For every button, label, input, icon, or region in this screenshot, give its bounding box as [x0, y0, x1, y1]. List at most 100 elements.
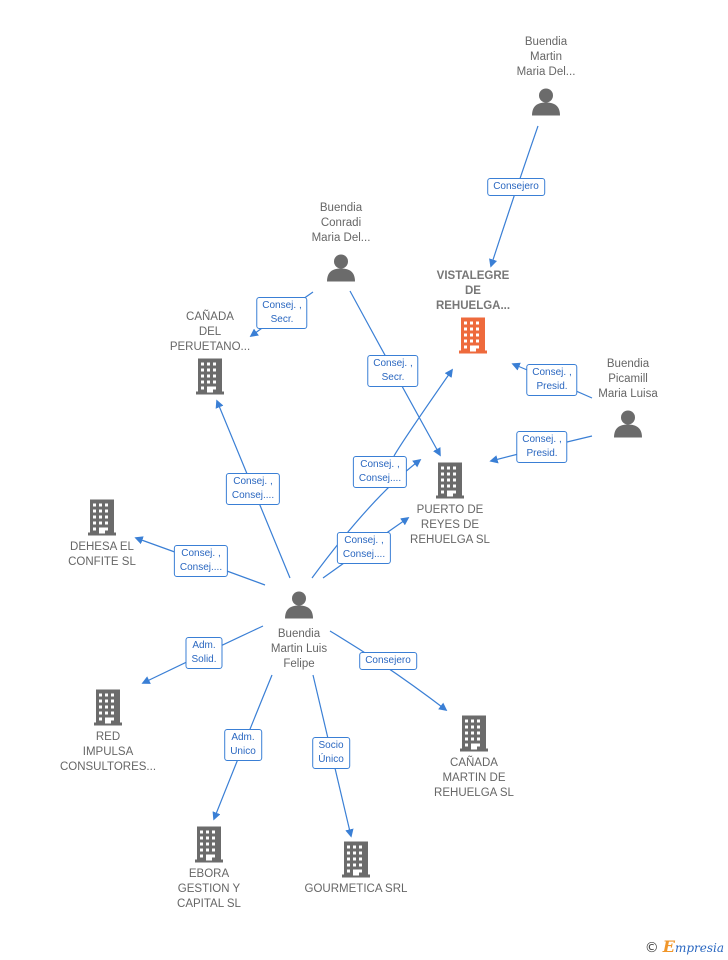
edge-label-badge[interactable]: Adm. Unico [224, 729, 262, 761]
edge-label-badge[interactable]: Consej. , Consej.... [225, 473, 281, 505]
edge-buendia-martin-luis-to-vistalegre [311, 458, 422, 579]
building-icon[interactable] [196, 358, 224, 400]
node-label-line: IMPULSA [82, 746, 134, 758]
edge-label-text: Consej. , [344, 535, 384, 546]
node-label-line: Buendia [524, 36, 568, 48]
node-label-line: REHUELGA SL [410, 534, 490, 546]
brand-logo-letter: E [662, 937, 675, 956]
node-label-line: CAÑADA [186, 311, 234, 323]
edge-label-text: Consej. , [360, 459, 400, 470]
node-label-line: Martin Luis [270, 643, 328, 655]
node-label-ebora[interactable]: EBORA GESTION Y CAPITAL SL [144, 867, 274, 912]
edge-label-badge[interactable]: Consej. , Presid. [516, 431, 568, 463]
edge-label-text: Unico [230, 746, 256, 757]
edge-label-text: Consej. , [233, 476, 273, 487]
person-icon[interactable] [531, 87, 561, 122]
node-label-dehesa-confite[interactable]: DEHESA EL CONFITE SL [37, 540, 167, 570]
edge-label-badge[interactable]: Consejero [487, 178, 545, 196]
node-label-line: Maria Del... [516, 66, 576, 78]
building-icon[interactable] [342, 841, 370, 883]
building-icon[interactable] [94, 689, 122, 731]
edge-label-badge[interactable]: Consej. , Secr. [367, 355, 419, 387]
node-label-line: Picamill [608, 373, 648, 385]
edge-label-text: Socio [318, 740, 344, 751]
edge-label-badge[interactable]: Consejero [359, 652, 417, 670]
edge-label-text: Consej. , [522, 434, 562, 445]
node-label-line: VISTALEGRE [436, 270, 510, 282]
brand-logo-text: mpresia [674, 941, 724, 955]
edge-label-text: Secr. [270, 314, 294, 325]
node-label-line: GESTION Y [177, 883, 241, 895]
edge-label-badge[interactable]: Consej. ,Secr. [256, 297, 308, 329]
node-label-line: RED [95, 731, 121, 743]
person-icon[interactable] [326, 253, 356, 288]
edge-label-text: Consej.... [231, 490, 275, 501]
edge-label-badge[interactable]: Adm. Solid. [185, 637, 223, 669]
node-label-line: REYES DE [420, 519, 480, 531]
copyright-symbol: © [644, 940, 659, 956]
edge-label-text: Adm. [192, 640, 216, 651]
node-label-line: EBORA [188, 868, 230, 880]
node-label-line: MARTIN DE [442, 772, 506, 784]
building-icon[interactable] [195, 826, 223, 868]
node-label-line: CAÑADA [450, 757, 498, 769]
node-label-vistalegre[interactable]: VISTALEGRE DE REHUELGA... [408, 269, 538, 314]
building-icon[interactable] [460, 715, 488, 757]
edge-label-text: Adm. [231, 732, 255, 743]
edge-label-text: Consej.... [179, 562, 223, 573]
node-label-line: CAPITAL SL [177, 898, 241, 910]
node-label-canada-martin[interactable]: CAÑADA MARTIN DE REHUELGA SL [409, 756, 539, 801]
node-label-line: DE [465, 285, 481, 297]
edge-label-text: Presid. [526, 448, 558, 459]
building-icon[interactable] [459, 317, 487, 359]
edge-buendia-martin-maria-to-vistalegre [489, 125, 539, 268]
node-label-line: Buendia [277, 628, 321, 640]
edge-label-text: Secr. [381, 372, 405, 383]
edge-label-text: Solid. [191, 654, 217, 665]
node-label-line: PERUETANO... [169, 341, 251, 353]
building-icon[interactable] [436, 462, 464, 504]
node-label-line: Maria Del... [311, 232, 371, 244]
edge-label-badge[interactable]: Consej. , Consej.... [352, 456, 408, 488]
edge-label-text: Consej. , [373, 358, 413, 369]
edge-label-text: Consej.... [358, 473, 402, 484]
node-label-red-impulsa[interactable]: RED IMPULSA CONSULTORES... [43, 730, 173, 775]
node-label-line: Martin [530, 51, 562, 63]
edge-buendia-conradi-to-puerto-reyes [393, 368, 453, 457]
node-label-line: PUERTO DE [416, 504, 484, 516]
person-icon[interactable] [613, 409, 643, 444]
node-label-line: CONSULTORES... [59, 761, 157, 773]
node-label-line: DEHESA EL [70, 541, 134, 553]
edge-label-text: Consejero [493, 181, 539, 192]
node-label-line: Conradi [320, 217, 362, 229]
node-label-puerto-reyes[interactable]: PUERTO DE REYES DE REHUELGA SL [385, 503, 515, 548]
edge-label-badge[interactable]: Consej. , Consej.... [336, 532, 392, 564]
node-label-line: CONFITE SL [68, 556, 136, 568]
building-icon[interactable] [88, 499, 116, 541]
edge-label-badge[interactable]: Consej. , Consej.... [173, 545, 229, 577]
node-label-line: GOURMETICA SRL [304, 883, 408, 895]
node-label-line: DEL [198, 326, 222, 338]
footer-brand: ©Empresia [645, 937, 724, 956]
node-label-line: Buendia [606, 358, 650, 370]
node-label-canada-peruetano[interactable]: CAÑADA DEL PERUETANO... [145, 310, 275, 355]
edge-label-badge[interactable]: Consej. , Presid. [526, 364, 578, 396]
edge-label-text: Consej.... [342, 549, 386, 560]
node-label-line: REHUELGA... [435, 300, 511, 312]
edge-label-text: Consej. , [181, 548, 221, 559]
node-label-line: REHUELGA SL [434, 787, 514, 799]
person-icon[interactable] [284, 590, 314, 625]
edge-label-text: Presid. [536, 381, 568, 392]
node-label-line: Buendia [319, 202, 363, 214]
node-label-line: Maria Luisa [598, 388, 658, 400]
node-label-gourmetica[interactable]: GOURMETICA SRL [291, 882, 421, 897]
edge-label-text: Consej. , [532, 367, 572, 378]
edge-label-text: Único [318, 754, 344, 765]
edge-label-text: Consejero [365, 655, 411, 666]
